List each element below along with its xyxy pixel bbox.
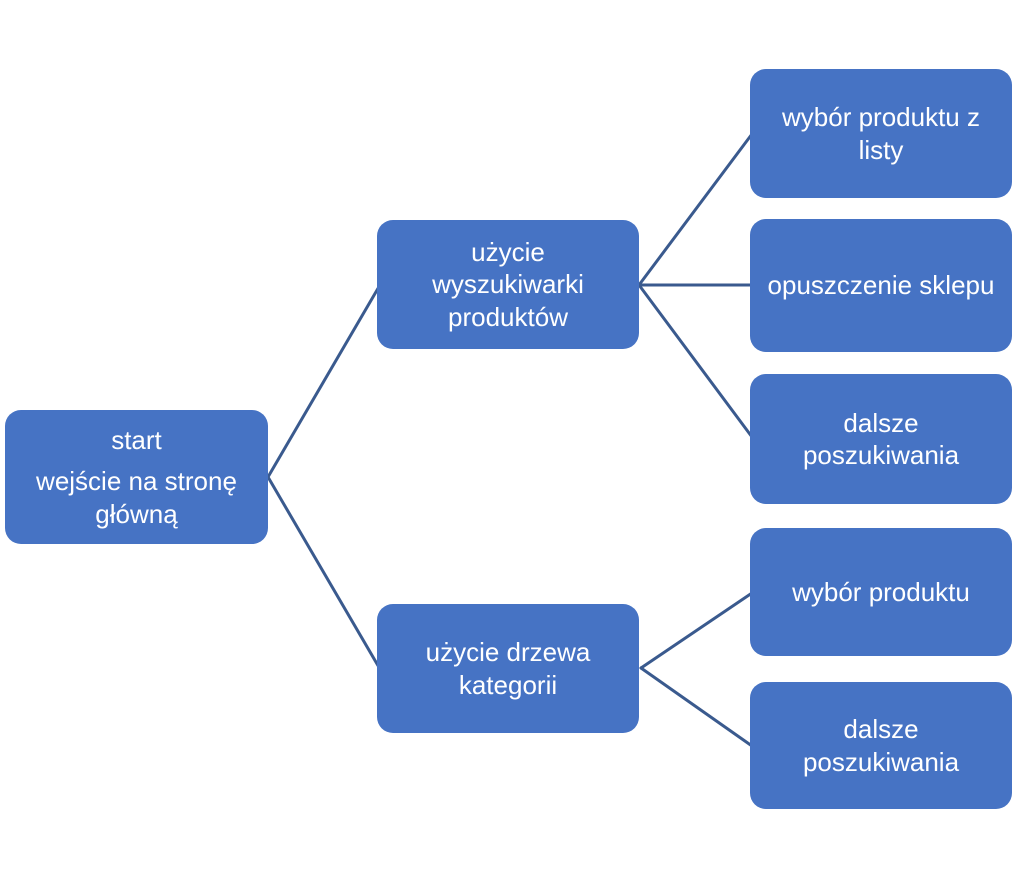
node-start-label-1: start — [111, 425, 162, 456]
edge-start-search — [266, 283, 382, 479]
node-label: opuszczenie sklepu — [767, 270, 995, 301]
node-label: wybór produktu — [792, 576, 970, 607]
edge-tree-pick — [639, 591, 754, 670]
edge-search-further1 — [637, 283, 754, 439]
edge-tree-further2 — [639, 666, 754, 748]
node-wybor-produktu: wybór produktu — [750, 528, 1012, 656]
edge-start-tree — [266, 475, 382, 671]
node-opuszczenie-sklepu: opuszczenie sklepu — [750, 219, 1012, 352]
edge-search-picklist — [637, 132, 754, 287]
